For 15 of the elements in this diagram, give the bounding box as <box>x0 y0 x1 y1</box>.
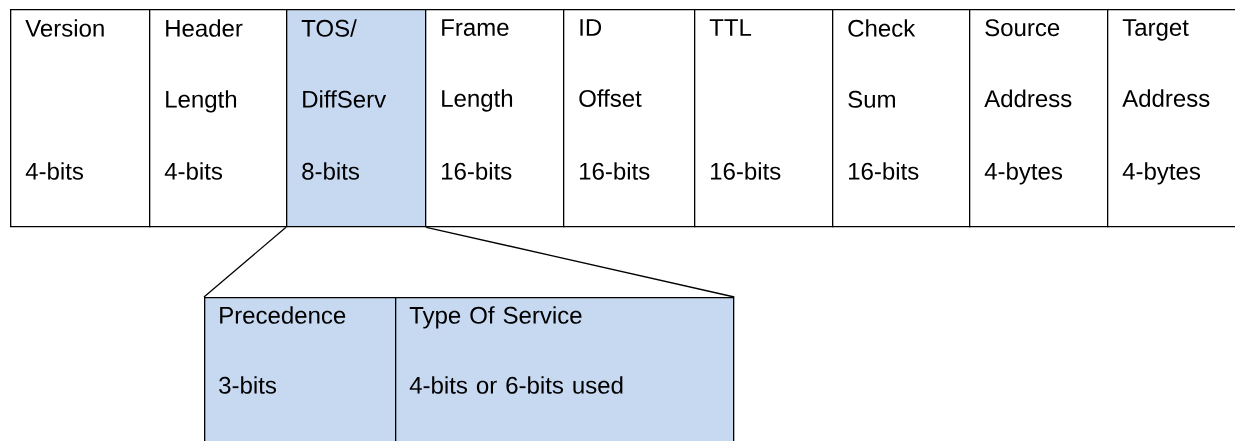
field-cell: Header Length 4-bits <box>149 9 288 228</box>
field-cell: TTL 16-bits <box>694 9 834 228</box>
field-cell: ID Offset 16-bits <box>563 9 696 228</box>
field-cell: TOS/ DiffServ 8-bits <box>286 9 427 228</box>
field-cell: Precedence 3-bits <box>204 297 397 441</box>
field-cell: Version 4-bits <box>10 9 151 228</box>
zoom-line <box>203 226 287 298</box>
field-cell: Target Address 4-bytes <box>1107 9 1235 228</box>
zoom-line <box>425 226 735 298</box>
field-cell: Type Of Service 4-bits or 6-bits used <box>395 297 735 441</box>
field-cell: Source Address 4-bytes <box>969 9 1109 228</box>
node-label: Precedence <box>220 306 346 324</box>
node-label: 3-bits <box>219 376 277 394</box>
field-cell: Check Sum 16-bits <box>832 9 971 228</box>
field-cell: Frame Length 16-bits <box>425 9 565 228</box>
